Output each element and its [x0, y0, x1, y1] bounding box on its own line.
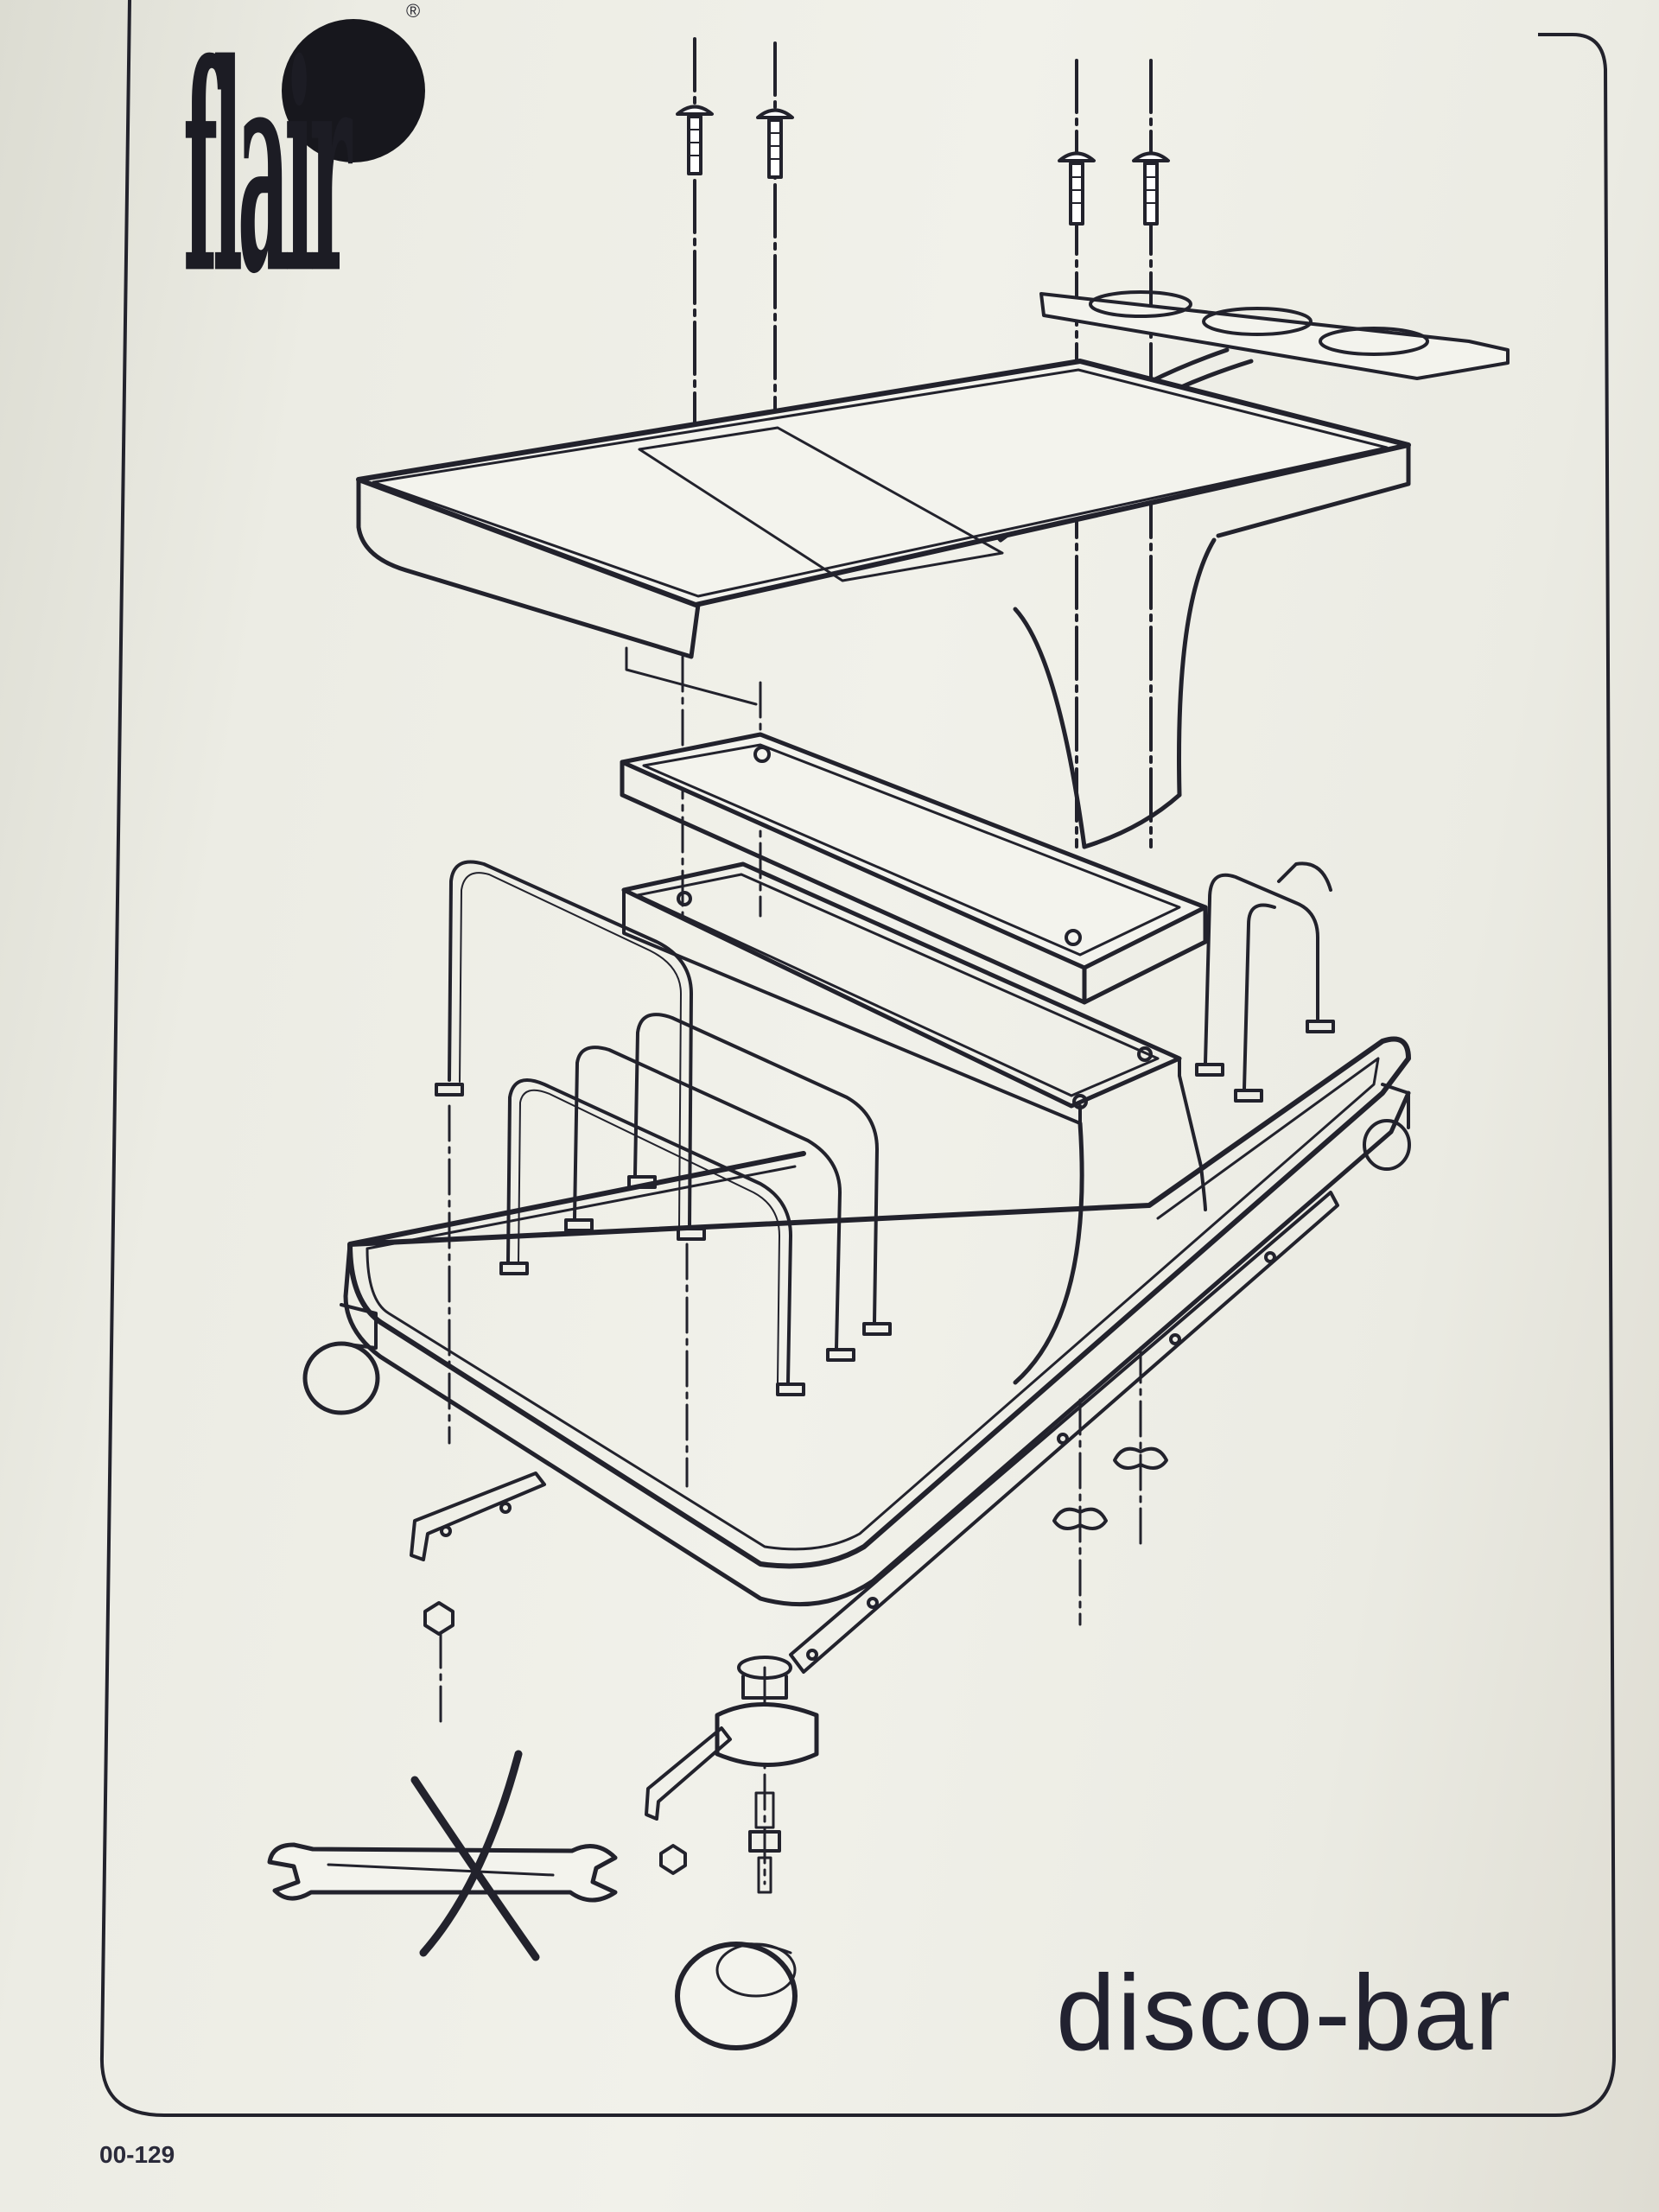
registered-mark: ® — [406, 0, 421, 22]
glass-holder-tray — [1039, 290, 1510, 380]
crossed-out-wrench-icon — [267, 1750, 618, 1961]
top-tray — [356, 359, 1411, 849]
front-caster — [675, 1656, 819, 2050]
mounting-frame — [620, 655, 1208, 1005]
brand-wordmark: flair — [183, 3, 352, 338]
lower-pedestal — [621, 861, 1207, 1385]
brand-logo-dot — [282, 19, 425, 162]
screw-1 — [676, 37, 714, 468]
bottle-rails — [435, 860, 1335, 1488]
product-name: disco-bar — [1056, 1954, 1512, 2073]
casters — [302, 1083, 1411, 2050]
rails-and-fasteners — [410, 1191, 1339, 1875]
document-code: 00-129 — [99, 2141, 175, 2168]
base-tray — [343, 1036, 1411, 1607]
screw-2 — [756, 41, 794, 486]
